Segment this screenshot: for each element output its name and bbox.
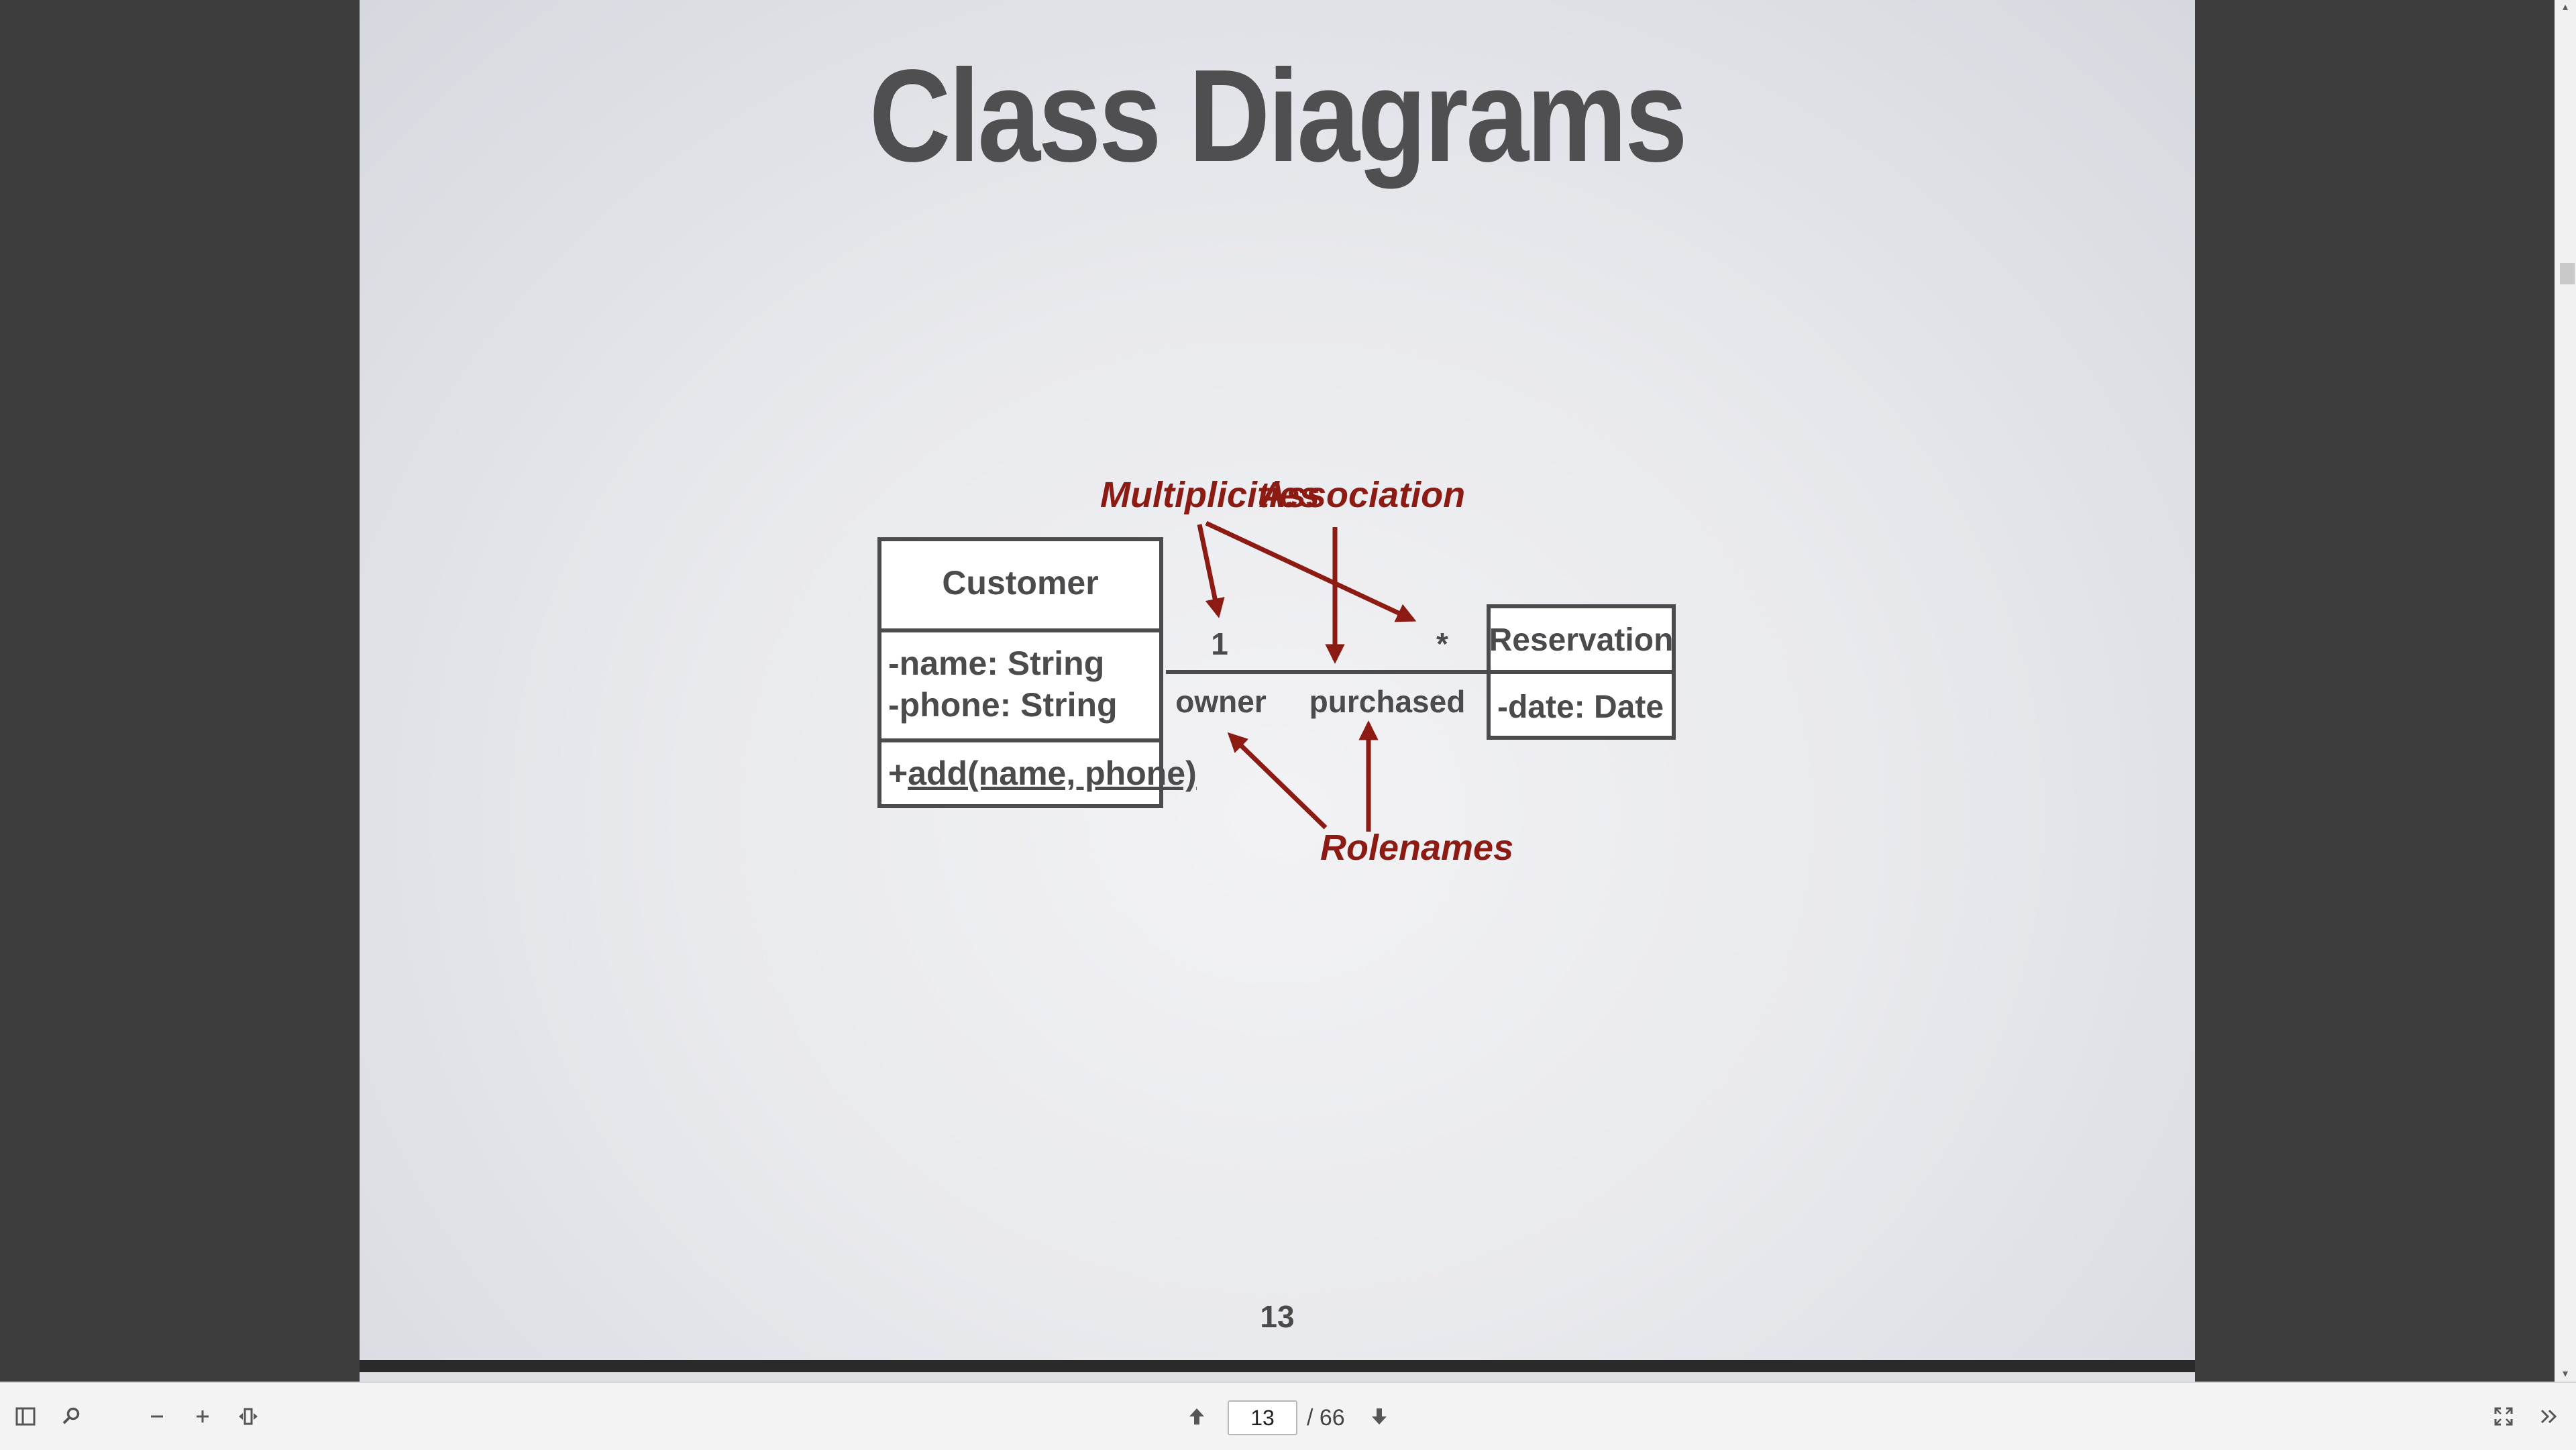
customer-class-name: Customer xyxy=(942,564,1098,602)
multiplicity-right: * xyxy=(1436,626,1448,661)
scroll-up-arrow-icon[interactable]: ▴ xyxy=(2562,1,2569,13)
previous-page-icon[interactable] xyxy=(1181,1400,1213,1433)
page-separator xyxy=(360,1360,2195,1372)
next-page-preview xyxy=(360,1372,2195,1382)
slide-number: 13 xyxy=(1260,1299,1295,1334)
reservation-class: Reservation -date: Date xyxy=(1487,604,1676,740)
sidebar-toggle-icon[interactable] xyxy=(9,1400,42,1433)
fullscreen-icon[interactable] xyxy=(2487,1400,2520,1433)
annotation-rolenames: Rolenames xyxy=(1320,828,1513,868)
customer-attr-phone: -phone: String xyxy=(888,686,1118,724)
scroll-down-arrow-icon[interactable]: ▾ xyxy=(2562,1368,2569,1380)
role-purchased: purchased xyxy=(1309,684,1466,719)
operation-name: add(name, phone) xyxy=(908,755,1197,792)
slide-page: Class Diagrams Customer -name: String -p… xyxy=(360,0,2195,1360)
arrow-role-owner xyxy=(1227,732,1328,830)
operation-visibility: + xyxy=(888,755,908,792)
annotation-multiplicities: Multiplicities xyxy=(1100,475,1320,515)
arrow-multiplicity-right xyxy=(1205,520,1417,622)
page-number-input[interactable] xyxy=(1228,1400,1297,1435)
page-total-count: / 66 xyxy=(1307,1405,1345,1431)
vertical-scrollbar[interactable]: ▴ ▾ xyxy=(2555,0,2576,1382)
customer-class: Customer -name: String -phone: String +a… xyxy=(877,537,1197,808)
zoom-in-icon[interactable] xyxy=(186,1400,219,1433)
fit-page-icon[interactable] xyxy=(232,1400,264,1433)
customer-attr-name: -name: String xyxy=(888,645,1104,682)
annotation-association: Association xyxy=(1258,475,1465,515)
zoom-out-icon[interactable] xyxy=(141,1400,173,1433)
slide-title: Class Diagrams xyxy=(869,42,1688,189)
next-page-icon[interactable] xyxy=(1363,1400,1395,1433)
more-tools-icon[interactable] xyxy=(2533,1400,2565,1433)
search-icon[interactable] xyxy=(55,1400,87,1433)
reservation-class-name: Reservation xyxy=(1489,622,1674,658)
customer-operation: +add(name, phone) xyxy=(888,755,1197,792)
annotation-arrows xyxy=(1197,520,1417,832)
document-viewer: Class Diagrams Customer -name: String -p… xyxy=(360,0,2576,1382)
multiplicity-left: 1 xyxy=(1211,626,1228,661)
reservation-attr-date: -date: Date xyxy=(1497,689,1664,725)
class-diagram: Customer -name: String -phone: String +a… xyxy=(877,475,1676,868)
arrow-multiplicity-left xyxy=(1197,524,1225,618)
scrollbar-thumb[interactable] xyxy=(2560,263,2575,284)
pdf-toolbar: / 66 xyxy=(0,1382,2576,1450)
role-owner: owner xyxy=(1175,684,1267,719)
